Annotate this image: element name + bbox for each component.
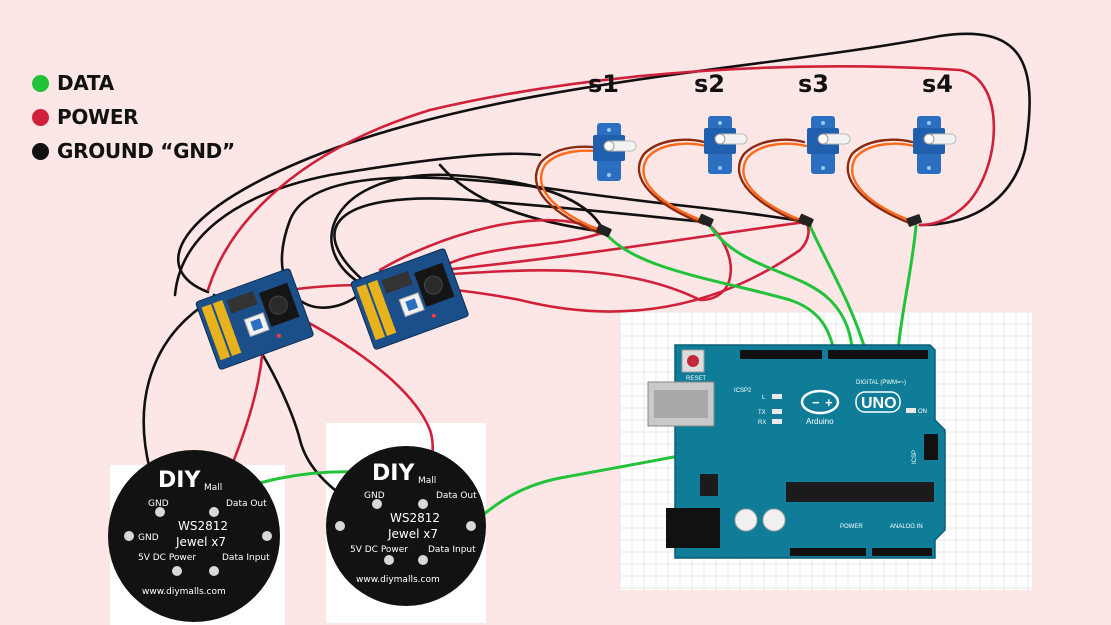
capacitor bbox=[734, 508, 758, 532]
arduino-brand-label: Arduino bbox=[806, 417, 834, 426]
servo-connectors bbox=[595, 213, 923, 238]
header-pins bbox=[356, 284, 386, 341]
jewel-url: www.diymalls.com bbox=[356, 575, 440, 585]
power-label: POWER bbox=[840, 524, 863, 530]
pin-pad bbox=[209, 507, 219, 517]
pin-pad bbox=[155, 507, 165, 517]
dc-barrel-jack bbox=[666, 508, 720, 548]
pin-pad bbox=[384, 555, 394, 565]
jewel-data-in-label: Data Input bbox=[428, 545, 476, 555]
legend: DATA POWER GROUND “GND” bbox=[32, 66, 235, 168]
legend-label: DATA bbox=[57, 71, 114, 95]
legend-item-data: DATA bbox=[32, 66, 235, 100]
jewel-brand-sub: Mall bbox=[418, 476, 436, 486]
servo-label-s3: s3 bbox=[798, 70, 829, 98]
jewel-right: DIY Mall GND Data Out WS2812 Jewel x7 5V… bbox=[326, 446, 486, 606]
arduino-logo-icon bbox=[800, 389, 840, 415]
uno-label: UNO bbox=[861, 395, 897, 412]
icsp2-label: ICSP2 bbox=[734, 388, 752, 394]
servo-label-s4: s4 bbox=[922, 70, 953, 98]
servo-s2 bbox=[704, 116, 748, 174]
legend-item-power: POWER bbox=[32, 100, 235, 134]
reset-label: RESET bbox=[686, 376, 706, 382]
atmega-chip bbox=[786, 482, 934, 502]
power-header bbox=[790, 548, 866, 556]
pin-pad bbox=[335, 521, 345, 531]
power-dot-icon bbox=[32, 108, 49, 126]
jewel-url: www.diymalls.com bbox=[142, 587, 226, 597]
pin-pad bbox=[418, 555, 428, 565]
digital-header-left bbox=[740, 350, 822, 359]
uno-badge bbox=[855, 391, 901, 413]
pin-pad bbox=[209, 566, 219, 576]
led-rx-label: RX bbox=[758, 420, 766, 426]
jewel-gnd-top-label: GND bbox=[148, 499, 169, 509]
svg-text:−: − bbox=[812, 395, 820, 410]
legend-item-ground: GROUND “GND” bbox=[32, 134, 235, 168]
jewel-model: WS2812 bbox=[178, 519, 228, 533]
jewel-brand: DIY bbox=[158, 468, 201, 493]
servo-s1 bbox=[593, 123, 637, 181]
jewel-power-label: 5V DC Power bbox=[350, 545, 408, 555]
jewel-brand: DIY bbox=[372, 461, 415, 486]
servo-leads bbox=[534, 138, 916, 236]
servo-label-s1: s1 bbox=[588, 70, 619, 98]
led-tx-label: TX bbox=[758, 410, 766, 416]
analog-label: ANALOG IN bbox=[890, 524, 923, 530]
jewel-model: WS2812 bbox=[390, 511, 440, 525]
led-on-label: ON bbox=[918, 409, 927, 415]
jewel-name: Jewel x7 bbox=[175, 535, 226, 549]
jewel-gnd-left-label: GND bbox=[138, 533, 159, 543]
pin-pad bbox=[124, 531, 134, 541]
regulator-board-left bbox=[195, 268, 314, 370]
pin-pad bbox=[262, 531, 272, 541]
arduino-uno-board: RESET DIGITAL (PWM=~) ICSP2 − + UNO Ardu… bbox=[647, 344, 946, 559]
svg-text:+: + bbox=[825, 395, 833, 410]
servo-s4 bbox=[913, 116, 957, 174]
jewel-gnd-top-label: GND bbox=[364, 491, 385, 501]
legend-label: POWER bbox=[57, 105, 139, 129]
jewel-pcb bbox=[108, 450, 280, 622]
pin-pad bbox=[466, 521, 476, 531]
jewel-left: DIY Mall GND Data Out WS2812 Jewel x7 GN… bbox=[108, 450, 280, 622]
jewel-brand-sub: Mall bbox=[204, 483, 222, 493]
digital-header-right bbox=[828, 350, 928, 359]
legend-label: GROUND “GND” bbox=[57, 139, 235, 163]
icsp-header bbox=[924, 434, 938, 460]
regulator-board-right bbox=[350, 248, 469, 350]
pin-pad bbox=[418, 499, 428, 509]
jewel-data-in-label: Data Input bbox=[222, 553, 270, 563]
servo-s3 bbox=[807, 116, 851, 174]
jewel-name: Jewel x7 bbox=[387, 527, 438, 541]
pin-pad bbox=[372, 499, 382, 509]
data-dot-icon bbox=[32, 74, 49, 92]
capacitor bbox=[762, 508, 786, 532]
servo-label-s2: s2 bbox=[694, 70, 725, 98]
icsp-label: ICSP bbox=[912, 450, 918, 464]
analog-header bbox=[872, 548, 932, 556]
pin-pad bbox=[172, 566, 182, 576]
led-l-label: L bbox=[762, 395, 766, 401]
digital-label: DIGITAL (PWM=~) bbox=[856, 380, 906, 386]
jewel-power-label: 5V DC Power bbox=[138, 553, 196, 563]
header-pins bbox=[201, 304, 231, 361]
jewel-pcb bbox=[326, 446, 486, 606]
ground-dot-icon bbox=[32, 142, 49, 160]
jewel-data-out-label: Data Out bbox=[226, 499, 267, 509]
jewel-data-out-label: Data Out bbox=[436, 491, 477, 501]
